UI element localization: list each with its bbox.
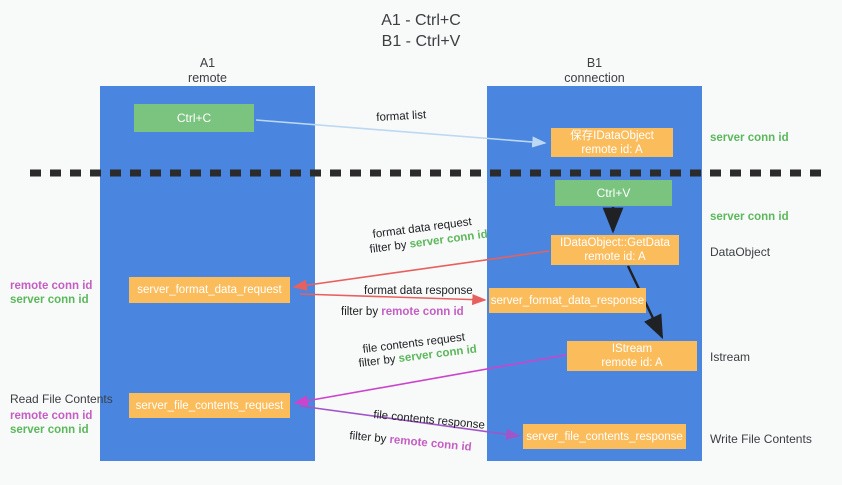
flow-label-format-data-response: format data response <box>364 285 473 297</box>
box-server-file-contents-request-label: server_file_contents_request <box>135 399 284 412</box>
box-server-format-data-response-label: server_format_data_response <box>490 294 645 307</box>
filter-key-remote-conn-id-1: remote conn id <box>381 306 464 318</box>
box-ctrl-c[interactable]: Ctrl+C <box>134 104 254 132</box>
box-ctrl-v-label: Ctrl+V <box>596 186 631 200</box>
box-ctrl-c-label: Ctrl+C <box>176 111 212 125</box>
filter-prefix-1: filter by <box>369 238 411 256</box>
annotation-group-left-1: remote conn id server conn id <box>10 279 92 307</box>
box-istream[interactable]: IStream remote id: A <box>567 341 697 371</box>
filter-prefix-2: filter by <box>341 306 382 318</box>
box-server-file-contents-response[interactable]: server_file_contents_response <box>523 424 686 449</box>
box-server-file-contents-response-label: server_file_contents_response <box>526 430 683 443</box>
title-line-1: A1 - Ctrl+C <box>381 12 461 29</box>
box-save-idataobject-line1: 保存IDataObject <box>570 129 654 142</box>
annotation-server-conn-id-3: server conn id <box>10 294 89 306</box>
title-line-2: B1 - Ctrl+V <box>381 33 461 50</box>
box-server-format-data-request[interactable]: server_format_data_request <box>129 277 290 303</box>
flow-label-file-contents-response: file contents response <box>372 409 486 432</box>
annotation-remote-conn-id-2: remote conn id <box>10 410 93 422</box>
box-save-idataobject-line2: remote id: A <box>581 143 643 156</box>
column-header-a1: A1 remote <box>100 56 315 86</box>
box-istream-line1: IStream <box>611 343 653 355</box>
flow-label-format-data-response-filter: filter by remote conn id <box>341 306 464 318</box>
column-b1-role: connection <box>564 71 625 85</box>
filter-key-remote-conn-id-2: remote conn id <box>388 433 473 454</box>
annotation-istream: Istream <box>710 350 751 364</box>
annotation-server-conn-id-4: server conn id <box>10 424 89 436</box>
box-ctrl-v[interactable]: Ctrl+V <box>555 180 672 206</box>
filter-prefix-4: filter by <box>348 430 391 446</box>
flow-label-file-contents-response-filter: filter by remote conn id <box>349 430 472 454</box>
annotation-write-file-contents: Write File Contents <box>710 432 812 446</box>
annotation-group-left-2: Read File Contents remote conn id server… <box>10 392 113 437</box>
page-title: A1 - Ctrl+C B1 - Ctrl+V <box>0 10 842 52</box>
column-b1-name: B1 <box>586 56 603 70</box>
annotation-dataobject: DataObject <box>710 245 771 259</box>
column-header-b1: B1 connection <box>487 56 702 86</box>
box-save-idataobject[interactable]: 保存IDataObject remote id: A <box>551 128 673 157</box>
box-idataobject-getdata[interactable]: IDataObject::GetData remote id: A <box>551 235 679 265</box>
box-getdata-line1: IDataObject::GetData <box>560 237 670 249</box>
column-a1-role: remote <box>188 71 227 85</box>
annotation-read-file-contents: Read File Contents <box>10 392 113 406</box>
box-server-file-contents-request[interactable]: server_file_contents_request <box>129 393 290 418</box>
annotation-remote-conn-id-1: remote conn id <box>10 280 93 292</box>
box-server-format-data-response[interactable]: server_format_data_response <box>489 288 646 313</box>
annotation-server-conn-id-1: server conn id <box>710 132 789 144</box>
box-server-format-data-request-label: server_format_data_request <box>137 284 282 296</box>
box-istream-line2: remote id: A <box>601 357 663 369</box>
flow-label-format-list: format list <box>376 109 427 124</box>
box-getdata-line2: remote id: A <box>584 251 646 263</box>
column-a1-name: A1 <box>199 56 216 70</box>
annotation-server-conn-id-2: server conn id <box>710 211 789 223</box>
